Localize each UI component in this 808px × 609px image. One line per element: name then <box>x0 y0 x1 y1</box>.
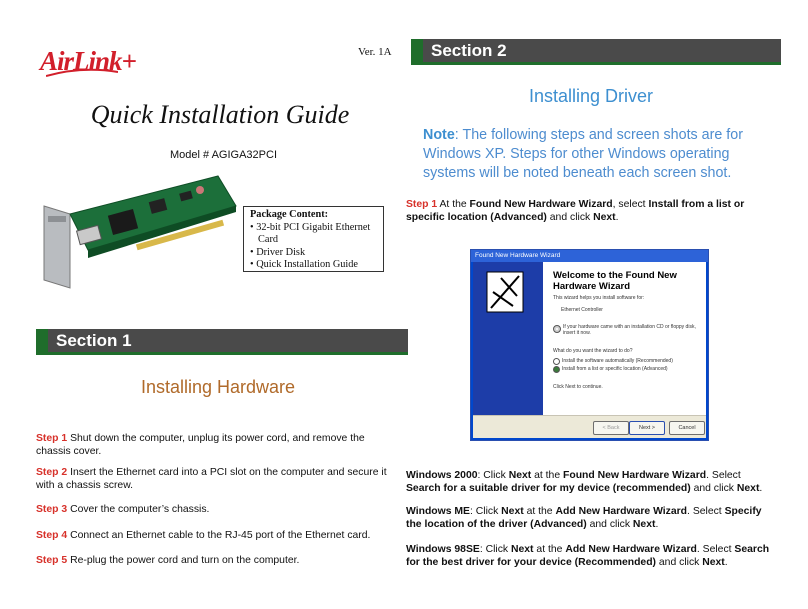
section2-step1: Step 1 At the Found New Hardware Wizard,… <box>406 198 766 224</box>
section1-header: Section 1 <box>36 329 408 355</box>
note-label: Note <box>423 127 455 143</box>
wizard-device: Ethernet Controller <box>561 307 603 313</box>
os-label: Windows 98SE <box>406 544 480 555</box>
win98-note: Windows 98SE: Click Next at the Add New … <box>406 543 772 569</box>
bold-text: Next <box>593 212 616 223</box>
step-label: Step 1 <box>406 199 438 210</box>
package-item-text: Quick Installation Guide <box>256 259 358 270</box>
text: at the <box>533 544 566 555</box>
text: and click <box>656 557 703 568</box>
bold-text: Next <box>508 470 532 481</box>
text: , select <box>612 199 649 210</box>
wizard-side-panel <box>473 262 543 416</box>
note-paragraph: Note: The following steps and screen sho… <box>423 126 768 183</box>
package-content-box: Package Content: • 32-bit PCI Gigabit Et… <box>243 206 384 272</box>
radio-auto-install[interactable] <box>553 358 560 365</box>
text: . Select <box>687 506 725 517</box>
bold-text: Next <box>501 506 524 517</box>
wizard-line1: This wizard helps you install software f… <box>553 295 645 301</box>
text: . <box>724 557 728 568</box>
os-label: Windows ME <box>406 506 470 517</box>
text: and click <box>546 212 594 223</box>
package-item: • Driver Disk <box>250 246 306 258</box>
text: : Click <box>479 544 511 555</box>
win2000-note: Windows 2000: Click Next at the Found Ne… <box>406 469 768 495</box>
text: : Click <box>477 470 509 481</box>
bold-text: Next <box>632 519 656 530</box>
cd-icon <box>553 325 561 333</box>
package-item: • Quick Installation Guide <box>250 259 358 270</box>
wizard-body: Welcome to the Found New Hardware Wizard… <box>473 262 706 438</box>
hardware-wizard-icon <box>486 271 524 313</box>
back-button[interactable]: < Back <box>593 421 629 435</box>
wizard-option1[interactable]: Install the software automatically (Reco… <box>562 358 673 364</box>
next-button[interactable]: Next > <box>629 421 665 435</box>
section1-step: Step 5 Re-plug the power cord and turn o… <box>36 554 396 567</box>
step-label: Step 1 <box>36 433 68 444</box>
section1-step: Step 4 Connect an Ethernet cable to the … <box>36 529 396 542</box>
bold-text: Install from a list or specific location… <box>406 199 745 223</box>
bold-text: Specify the location of the driver (Adva… <box>406 506 762 530</box>
section1-subtitle: Installing Hardware <box>140 377 296 397</box>
logo-swoosh-icon <box>46 68 118 77</box>
text: at the <box>531 470 564 481</box>
bold-text: Next <box>736 483 760 494</box>
bold-text: Found New Hardware Wizard <box>469 199 613 210</box>
section1-step: Step 3 Cover the computer’s chassis. <box>36 503 396 516</box>
airlink-logo: AirLink+ <box>40 46 145 80</box>
bold-text: Search for a suitable driver for my devi… <box>406 483 691 494</box>
cancel-button[interactable]: Cancel <box>669 421 705 435</box>
text: . Select <box>706 470 741 481</box>
wizard-question: What do you want the wizard to do? <box>553 348 633 354</box>
step-text: Connect an Ethernet cable to the RJ-45 p… <box>67 530 371 541</box>
text: at the <box>523 506 556 517</box>
bold-text: Next <box>702 557 725 568</box>
text: . <box>759 483 763 494</box>
step-text: Re-plug the power cord and turn on the c… <box>67 555 300 566</box>
version-label: Ver. 1A <box>358 46 392 58</box>
bold-text: Next <box>511 544 534 555</box>
wizard-option2[interactable]: Install from a list or specific location… <box>562 366 668 372</box>
step-text: Insert the Ethernet card into a PCI slot… <box>36 467 387 491</box>
section2-header: Section 2 <box>411 39 781 65</box>
wizard-screenshot: Found New Hardware Wizard Welcome to the… <box>470 249 709 441</box>
step-label: Step 2 <box>36 467 68 478</box>
os-label: Windows 2000 <box>406 470 478 481</box>
text: and click <box>586 519 633 530</box>
section1-step: Step 2 Insert the Ethernet card into a P… <box>36 466 398 492</box>
winme-note: Windows ME: Click Next at the Add New Ha… <box>406 505 768 531</box>
package-item-text: Driver Disk <box>256 246 306 258</box>
package-item-text: 32-bit PCI Gigabit Ethernet Card <box>256 221 371 246</box>
step-label: Step 5 <box>36 555 68 566</box>
text: . <box>655 519 659 530</box>
wizard-cd-text: If your hardware came with an installati… <box>563 324 696 336</box>
step-text: Shut down the computer, unplug its power… <box>36 433 365 457</box>
page-title: Quick Installation Guide <box>90 100 350 129</box>
package-item: • 32-bit PCI Gigabit Ethernet Card <box>250 221 371 246</box>
step-label: Step 4 <box>36 530 68 541</box>
package-heading: Package Content: <box>250 209 329 220</box>
wizard-title-bar: Found New Hardware Wizard <box>471 250 708 262</box>
step-text: Cover the computer’s chassis. <box>67 504 210 515</box>
ethernet-card-image <box>43 175 237 289</box>
text: and click <box>690 483 737 494</box>
text: : Click <box>469 506 502 517</box>
bold-text: Add New Hardware Wizard <box>555 506 688 517</box>
wizard-heading: Welcome to the Found New Hardware Wizard <box>553 270 677 292</box>
text: At the <box>437 199 470 210</box>
note-text: : The following steps and screen shots a… <box>423 127 743 181</box>
text: . <box>615 212 619 223</box>
logo-text: AirLink+ <box>40 46 137 76</box>
bold-text: Add New Hardware Wizard <box>565 544 697 555</box>
bold-text: Search for the best driver for your devi… <box>406 544 770 568</box>
step-label: Step 3 <box>36 504 68 515</box>
model-number: Model # AGIGA32PCI <box>170 149 277 161</box>
section2-subtitle: Installing Driver <box>528 86 654 106</box>
bold-text: Found New Hardware Wizard <box>563 470 707 481</box>
section1-step: Step 1 Shut down the computer, unplug it… <box>36 432 396 458</box>
radio-list-install[interactable] <box>553 366 560 373</box>
text: . Select <box>696 544 735 555</box>
wizard-footer: < Back Next > Cancel <box>473 415 706 438</box>
wizard-continue: Click Next to continue. <box>553 384 603 390</box>
